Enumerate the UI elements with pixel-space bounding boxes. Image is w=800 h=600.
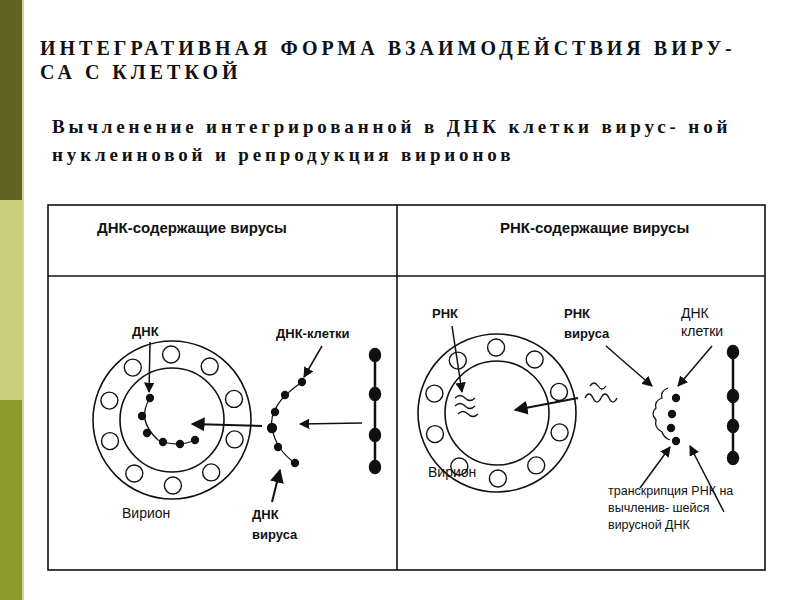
virion [93, 341, 251, 499]
header-text: РНК-содержащие вирусы [500, 217, 720, 239]
header-cell: ДНК-содержащие вирусы [49, 206, 396, 275]
capsomer [226, 390, 243, 407]
part-label: ДНК [132, 322, 192, 342]
capsomer [226, 431, 243, 448]
part-label: Вирион [122, 504, 212, 522]
capsomer [101, 392, 118, 409]
part-label: РНК [432, 304, 482, 324]
capsomer [551, 383, 568, 400]
capsomer [551, 424, 568, 441]
side-stripe [0, 200, 22, 400]
capsomer [101, 339, 568, 494]
viral-rna [455, 383, 617, 417]
part-label: РНК вируса [564, 304, 622, 344]
subtitle: Вычленение интегрированной в ДНК клетки … [52, 113, 764, 169]
capsomer [426, 385, 443, 402]
side-stripe [0, 0, 22, 200]
side-stripe [0, 400, 22, 600]
cell-dna [370, 349, 380, 473]
virion [418, 334, 576, 492]
capsomer [528, 457, 545, 474]
side-rule [22, 0, 24, 600]
part-label: Вирион [428, 463, 508, 481]
viral-dna [139, 395, 199, 448]
table-frame [48, 205, 765, 570]
capsomer [201, 358, 218, 375]
header-text: ДНК-содержащие вирусы [97, 217, 317, 239]
integrated-dna [268, 379, 306, 467]
header-cell: РНК-содержащие вирусы [398, 206, 764, 275]
capsomer [124, 359, 141, 376]
integrated-dna [653, 388, 680, 445]
title: ИНТЕГРАТИВНАЯ ФОРМА ВЗАИМОДЕЙСТВИЯ ВИРУ-… [40, 36, 768, 84]
part-label: ДНК вируса [252, 505, 314, 545]
capsomer [164, 477, 181, 494]
capsomer [427, 426, 444, 443]
part-label: ДНК-клетки [276, 324, 396, 344]
capsomer [488, 339, 505, 356]
cell-dna [728, 346, 738, 464]
capsomer [526, 351, 543, 368]
note: транскрипция РНК на вычленив- шейся виру… [608, 483, 758, 534]
capsomer [489, 470, 506, 487]
capsomer [163, 346, 180, 363]
capsomer [126, 465, 143, 482]
capsomer [102, 433, 119, 450]
capsomer [203, 464, 220, 481]
leader-arrows [149, 342, 362, 502]
part-label: ДНК клетки [681, 304, 745, 340]
